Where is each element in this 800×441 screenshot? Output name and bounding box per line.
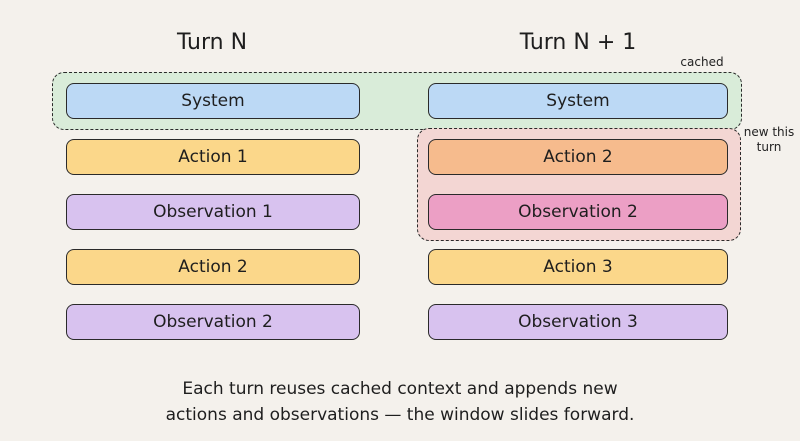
left-observation-2-block: Observation 2 [66, 304, 360, 340]
left-system-block: System [66, 83, 360, 119]
caption-line-1: Each turn reuses cached context and appe… [182, 379, 618, 399]
right-system-block: System [428, 83, 728, 119]
turn-n-title: Turn N [176, 30, 248, 55]
right-action-3-block: Action 3 [428, 249, 728, 285]
right-action-2-block: Action 2 [428, 139, 728, 175]
left-action-2-block: Action 2 [66, 249, 360, 285]
right-observation-3-block: Observation 3 [428, 304, 728, 340]
left-observation-1-block: Observation 1 [66, 194, 360, 230]
caption: Each turn reuses cached context and appe… [0, 376, 800, 428]
left-action-1-block: Action 1 [66, 139, 360, 175]
right-observation-2-block: Observation 2 [428, 194, 728, 230]
new-this-turn-label: new this turn [743, 125, 795, 154]
turn-n-plus-1-title: Turn N + 1 [519, 30, 637, 55]
caption-line-2: actions and observations — the window sl… [165, 405, 635, 425]
cached-label: cached [680, 55, 724, 69]
